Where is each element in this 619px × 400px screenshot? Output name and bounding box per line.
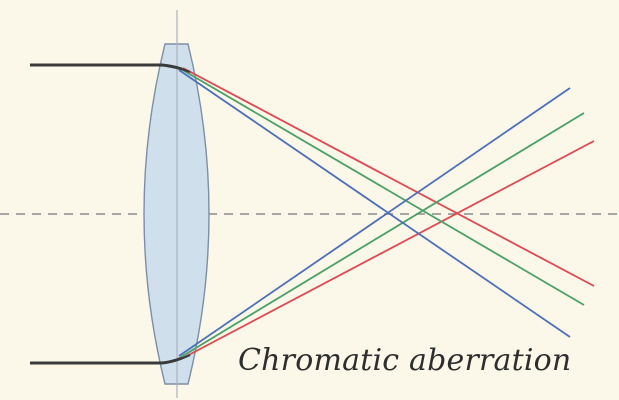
blue-rays: [178, 69, 571, 357]
green-ray-top: [180, 68, 585, 306]
ray-bundle-top: [161, 63, 191, 74]
red-ray-bottom: [182, 140, 595, 359]
green-ray-bottom: [180, 112, 585, 358]
ray-bundle-bottom: [161, 354, 191, 365]
blue-ray-top: [178, 69, 571, 338]
diagram-caption: Chromatic aberration: [238, 343, 572, 378]
blue-ray-bottom: [178, 87, 571, 357]
red-rays: [182, 67, 595, 359]
green-rays: [180, 68, 585, 358]
red-ray-top: [182, 67, 595, 287]
